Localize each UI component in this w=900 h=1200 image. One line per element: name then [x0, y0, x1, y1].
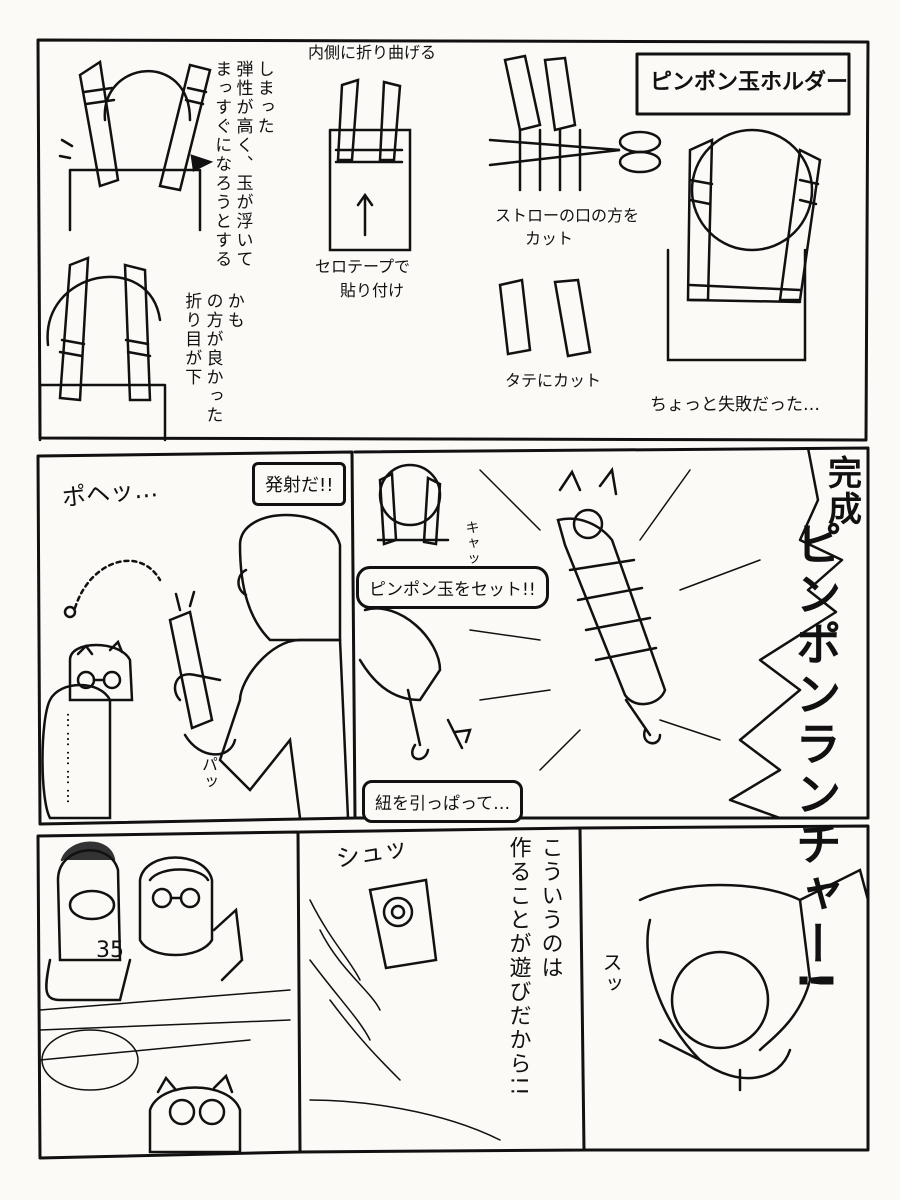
speed-lines [469, 469, 761, 771]
cut-mouth-caption-line-2: カット [525, 229, 574, 248]
bounce-note-line-2: 弾性が高く、玉が浮いて [232, 60, 253, 269]
fire-speech: 発射だ!! [252, 462, 347, 506]
launcher-title: ピンポンランチャー! [788, 520, 843, 995]
ping-pong-launcher-drawing [556, 466, 667, 745]
person-with-hood [218, 513, 350, 820]
panel-border-bottom-left [36, 830, 302, 1160]
old-man-glasses [138, 856, 244, 982]
cat-character-glasses [41, 639, 134, 820]
pull-string-hand [358, 607, 472, 761]
launcher-swing-drawing [368, 878, 438, 970]
title-text: ピンポン玉ホルダー [650, 70, 849, 95]
bounce-note: しまった 弾性が高く、玉が浮いて まっすぐになろうとする [210, 60, 274, 310]
blurred-ball-motion [39, 989, 291, 1091]
bounce-note-line-3: しまった [253, 60, 274, 136]
fold-inward-caption: 内側に折り曲げる [308, 43, 437, 62]
cat-character-startled [148, 1073, 242, 1154]
swing-motion-lines [309, 899, 501, 1141]
ball-set-holder-drawing [376, 463, 450, 546]
cut-vertical-caption: タテにカット [505, 371, 602, 390]
suu-sfx: スッ [599, 952, 623, 996]
panel-border-bottom-right [578, 824, 870, 1152]
bounce-note-line-1: まっすぐになろうとする [211, 60, 232, 269]
dog-character-cap [45, 841, 132, 1002]
straw-vertical-cut-diagram [498, 278, 592, 358]
playing-line-2: 作ることが遊びだから!! [505, 836, 531, 1098]
burst-outline [728, 447, 844, 820]
panel-border-middle-right [353, 446, 870, 820]
tape-caption-line-2: 貼り付け [340, 281, 405, 300]
pull-string-caption: 紐を引っぱって… [362, 780, 524, 823]
holder-drawing-final [666, 128, 822, 362]
panel-border-bottom-middle [298, 826, 586, 1154]
holder-drawing-bounce [58, 59, 214, 232]
fold-suggestion-line-2: の方が良かった [202, 292, 223, 425]
fold-suggestion-note: かも の方が良かった 折り目が下 [180, 292, 244, 432]
panel-border-top [36, 38, 870, 442]
pa-sfx: パッ [199, 756, 218, 792]
dots-text: …………… [63, 712, 82, 807]
failure-caption: ちょっと失敗だった… [650, 395, 820, 415]
launcher-in-hand [168, 590, 237, 756]
straw-cut-diagram [488, 54, 662, 192]
cut-mouth-caption-line-1: ストローの口の方を [495, 206, 640, 225]
tape-caption-line-1: セロテープで [315, 257, 411, 276]
tape-diagram [328, 78, 412, 252]
set-ball-caption: ピンポン玉をセット!! [356, 566, 549, 609]
fold-suggestion-line-3: かも [223, 292, 244, 330]
fold-suggestion-line-1: 折り目が下 [181, 292, 202, 387]
title-box [635, 52, 851, 116]
ball-arc-trail [63, 559, 162, 619]
complete-label: 完成 [821, 455, 862, 527]
playing-line-1: こういうのは [537, 836, 563, 980]
jersey-number: 35 [96, 938, 124, 963]
hand-catching-ball [638, 868, 870, 1092]
holder-drawing-fold-below [38, 256, 167, 442]
